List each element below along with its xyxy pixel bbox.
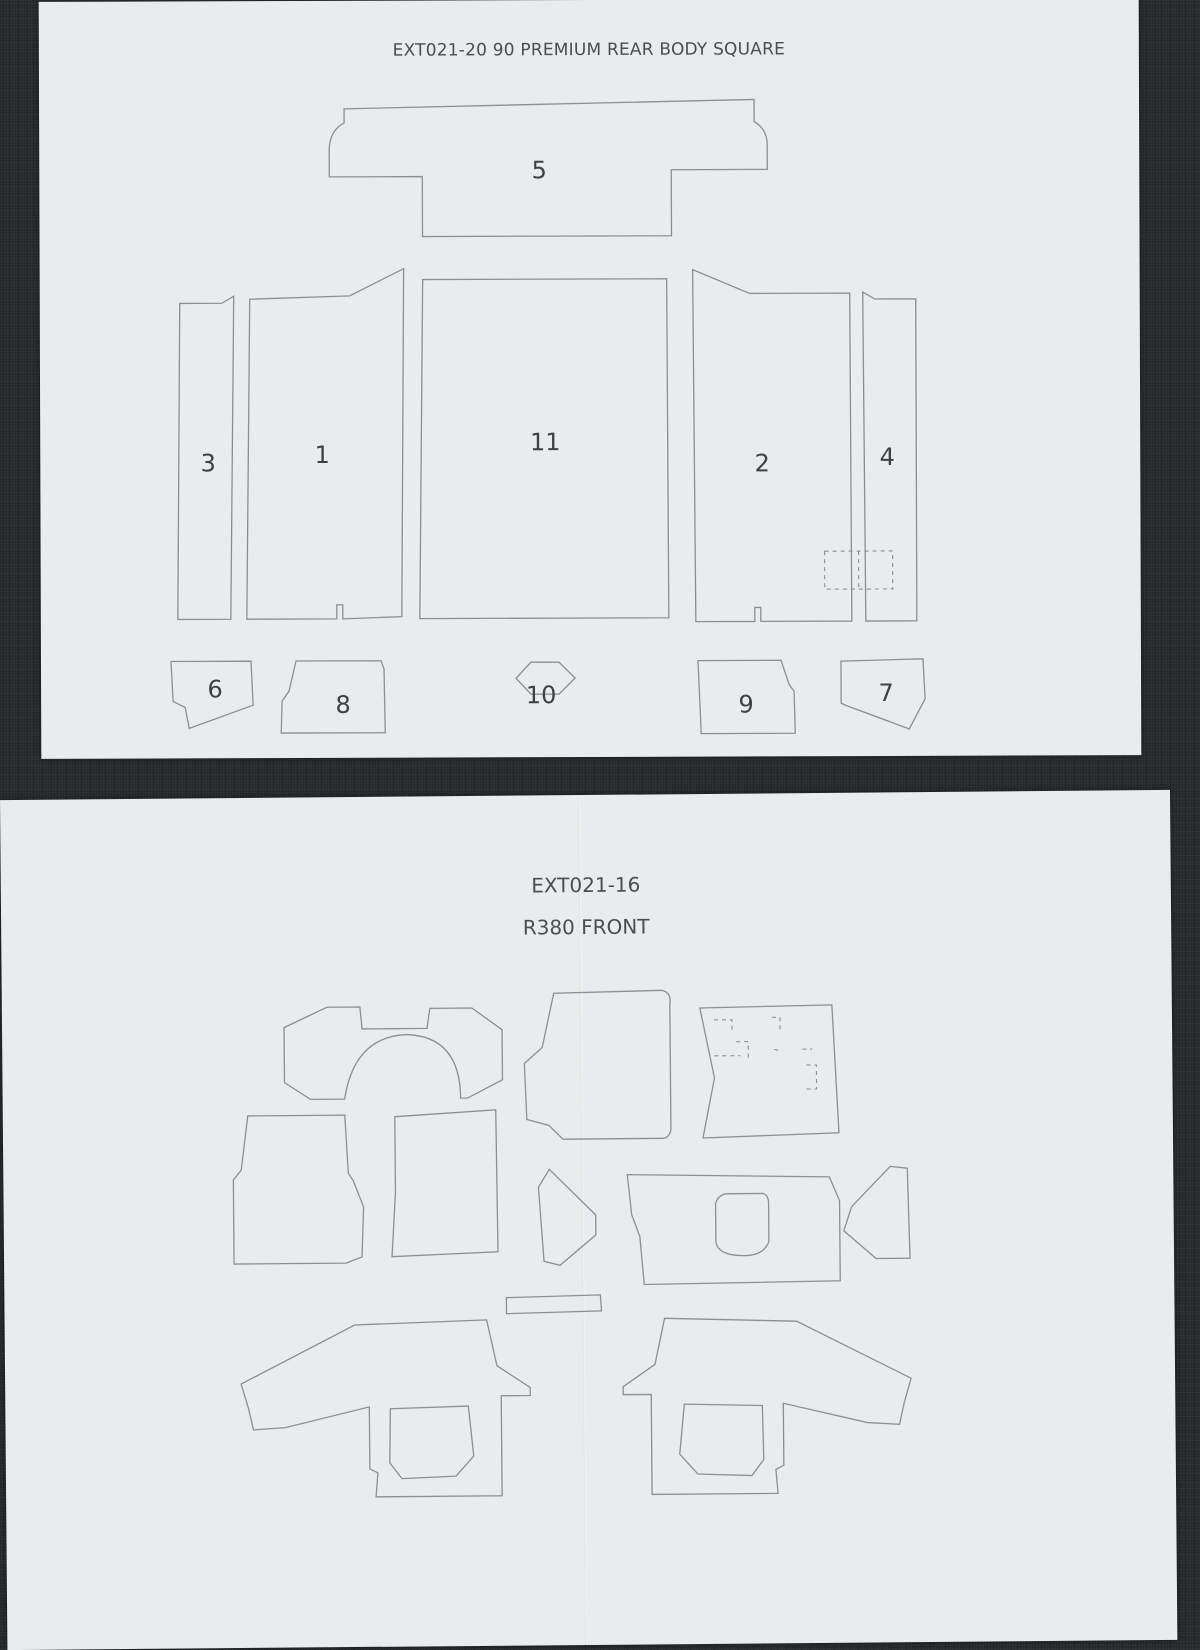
piece-6-label: 6 — [207, 675, 222, 703]
front-side-wedge-outline — [843, 1166, 910, 1259]
front-bulkhead-panel-outline — [700, 1005, 839, 1138]
piece-3-label: 3 — [201, 449, 216, 477]
rear-body-pattern: 5 3 1 11 2 4 6 8 10 9 7 — [39, 0, 1142, 759]
right-footwell-inner-outline — [679, 1403, 764, 1476]
front-pattern — [0, 790, 1177, 1650]
front-right-footwell-outline — [623, 1316, 913, 1495]
transmission-cutout — [715, 1193, 769, 1255]
front-transmission-cover-outline — [627, 1173, 840, 1285]
piece-1-label: 1 — [315, 441, 330, 469]
piece-9-label: 9 — [738, 690, 753, 718]
front-trim-strip-outline — [506, 1295, 601, 1314]
top-template-sheet: EXT021-20 90 PREMIUM REAR BODY SQUARE 5 … — [39, 0, 1142, 759]
piece-5-outline — [329, 99, 767, 237]
front-tunnel-cover-outline — [284, 1006, 503, 1100]
piece-5-label: 5 — [532, 156, 547, 184]
piece-2-label: 2 — [755, 449, 770, 477]
piece-2-outline — [693, 269, 852, 622]
left-footwell-inner-outline — [389, 1406, 474, 1479]
front-floor-mat-outline — [524, 990, 672, 1139]
piece-4-label: 4 — [880, 443, 895, 471]
piece-10-label: 10 — [526, 681, 557, 709]
front-side-triangle-outline — [538, 1169, 596, 1265]
piece-8-outline — [281, 661, 385, 733]
front-left-floor-outline — [233, 1115, 364, 1264]
front-left-footwell-outline — [241, 1320, 532, 1499]
piece-11-label: 11 — [530, 428, 561, 456]
panel-dashed-cutouts — [714, 1017, 817, 1090]
piece-7-label: 7 — [878, 679, 893, 707]
piece-8-label: 8 — [335, 691, 350, 719]
bottom-template-sheet: EXT021-16 R380 FRONT — [0, 790, 1177, 1650]
front-centre-floor-outline — [391, 1110, 498, 1257]
